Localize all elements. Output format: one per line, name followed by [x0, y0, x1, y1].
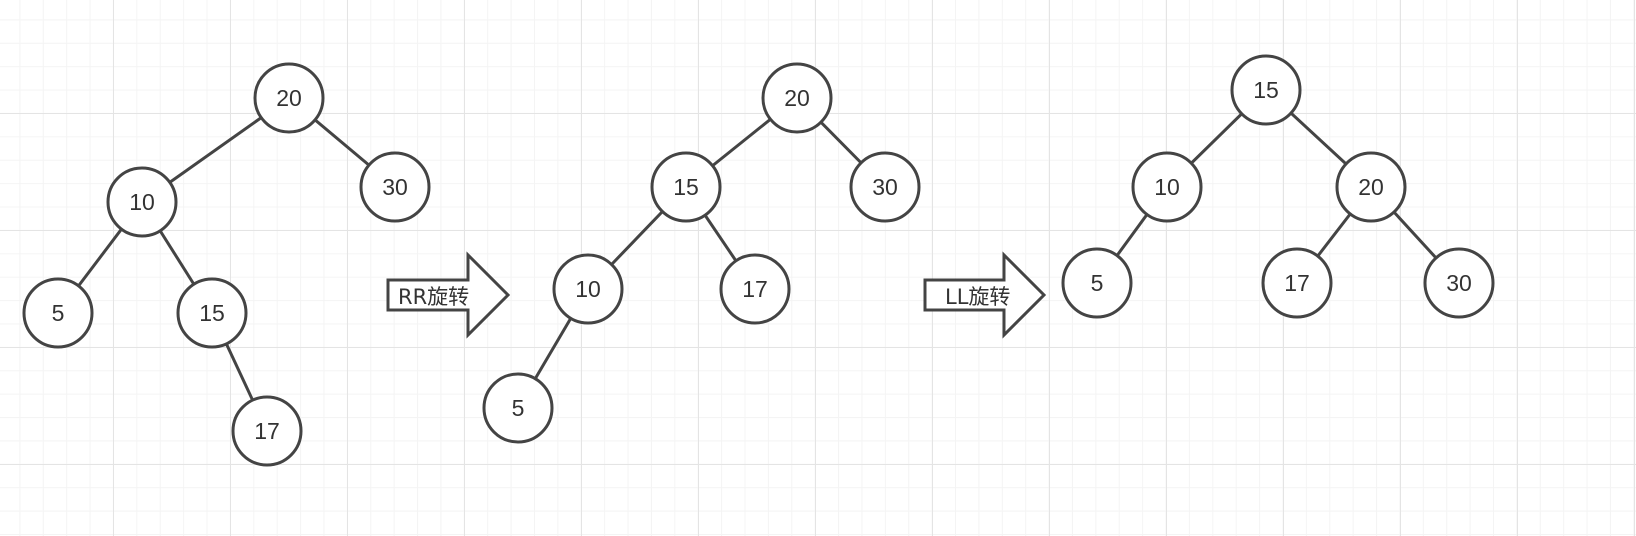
tree-node: 20 [1335, 151, 1407, 223]
rotation-label: RR旋转 [398, 285, 469, 309]
node-circle [719, 253, 791, 325]
tree-node: 5 [22, 277, 94, 349]
tree-node: 30 [849, 151, 921, 223]
tree-node: 17 [1261, 247, 1333, 319]
arrow-right-icon [923, 251, 1047, 339]
node-label: 30 [1446, 270, 1472, 296]
node-label: 15 [199, 300, 225, 326]
tree-node: 10 [1131, 151, 1203, 223]
tree-node: 30 [359, 151, 431, 223]
node-circle [1423, 247, 1495, 319]
tree-node: 10 [552, 253, 624, 325]
node-circle [106, 166, 178, 238]
node-label: 30 [382, 174, 408, 200]
node-label: 10 [129, 189, 155, 215]
node-circle [1131, 151, 1203, 223]
node-label: 10 [1154, 174, 1180, 200]
tree-node: 17 [719, 253, 791, 325]
tree-node: 5 [482, 372, 554, 444]
arrows-layer: RR旋转 LL旋转 [386, 251, 1047, 339]
nodes-layer: 20 10 30 5 15 17 20 15 30 10 17 5 15 10 20 5 17 30 [22, 54, 1495, 467]
node-label: 5 [512, 395, 525, 421]
tree-node: 5 [1061, 247, 1133, 319]
node-circle [482, 372, 554, 444]
node-circle [359, 151, 431, 223]
tree-node: 17 [231, 395, 303, 467]
node-circle [253, 62, 325, 134]
node-label: 17 [254, 418, 280, 444]
arrow-right-icon [386, 251, 511, 339]
node-circle [1335, 151, 1407, 223]
node-label: 5 [1091, 270, 1104, 296]
node-label: 10 [575, 276, 601, 302]
node-circle [1230, 54, 1302, 126]
rotation-label: LL旋转 [945, 285, 1010, 309]
tree-node: 10 [106, 166, 178, 238]
node-circle [1261, 247, 1333, 319]
node-circle [22, 277, 94, 349]
node-circle [650, 151, 722, 223]
tree-node: 30 [1423, 247, 1495, 319]
node-label: 17 [742, 276, 768, 302]
node-circle [849, 151, 921, 223]
node-label: 15 [673, 174, 699, 200]
tree-node: 15 [1230, 54, 1302, 126]
node-circle [761, 62, 833, 134]
node-circle [176, 277, 248, 349]
node-label: 20 [1358, 174, 1384, 200]
tree-node: 15 [176, 277, 248, 349]
tree-node: 20 [253, 62, 325, 134]
rotation-arrow-rr: RR旋转 [386, 251, 511, 339]
node-label: 30 [872, 174, 898, 200]
tree-node: 15 [650, 151, 722, 223]
node-label: 17 [1284, 270, 1310, 296]
node-circle [231, 395, 303, 467]
node-circle [1061, 247, 1133, 319]
tree-node: 20 [761, 62, 833, 134]
node-label: 20 [276, 85, 302, 111]
node-label: 15 [1253, 77, 1279, 103]
node-label: 5 [52, 300, 65, 326]
node-circle [552, 253, 624, 325]
rotation-arrow-ll: LL旋转 [923, 251, 1047, 339]
node-label: 20 [784, 85, 810, 111]
